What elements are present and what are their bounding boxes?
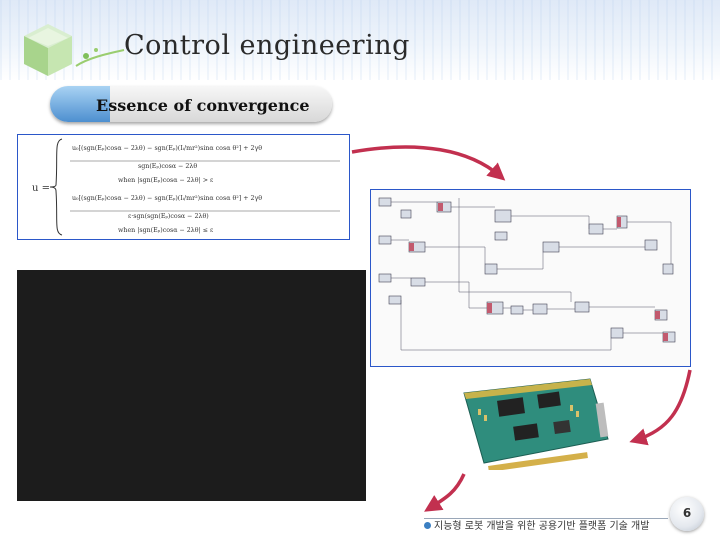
cube-logo-icon bbox=[6, 6, 126, 78]
footer-caption: 지능형 로봇 개발을 위한 공용기반 플랫폼 기술 개발 bbox=[434, 517, 649, 532]
video-player[interactable] bbox=[17, 270, 366, 501]
formula-line: ε·sgn(sgn(Eₚ)cosα − 2λθ) bbox=[128, 213, 209, 220]
simulink-block-diagram bbox=[370, 189, 691, 367]
block-diagram-graphic bbox=[371, 190, 690, 366]
formula-line: when |sgn(Eₚ)cosα − 2λθ| > ε bbox=[118, 177, 213, 184]
formula-line: u₀[(sgn(Eₚ)cosα − 2λθ) − sgn(Eₚ)(Iᵢ/mr²)… bbox=[72, 145, 262, 152]
page-title: Control engineering bbox=[124, 30, 410, 61]
page-number: 6 bbox=[670, 506, 704, 520]
section-label: Essence of convergence bbox=[96, 96, 310, 115]
formula-line: sgn(Eₚ)cosα − 2λθ bbox=[138, 163, 197, 170]
svg-text:u =: u = bbox=[32, 183, 50, 194]
daq-board-image bbox=[458, 375, 610, 470]
control-law-formula: u = u₀[(sgn(Eₚ)cosα − 2λθ) − sgn(Eₚ)(Iᵢ/… bbox=[17, 134, 350, 240]
formula-line: u₀[(sgn(Eₚ)cosα − 2λθ) − sgn(Eₚ)(Iᵢ/mr²)… bbox=[72, 195, 262, 202]
footer-bullet-icon bbox=[424, 522, 431, 529]
formula-line: when |sgn(Eₚ)cosα − 2λθ| ≤ ε bbox=[118, 227, 213, 234]
